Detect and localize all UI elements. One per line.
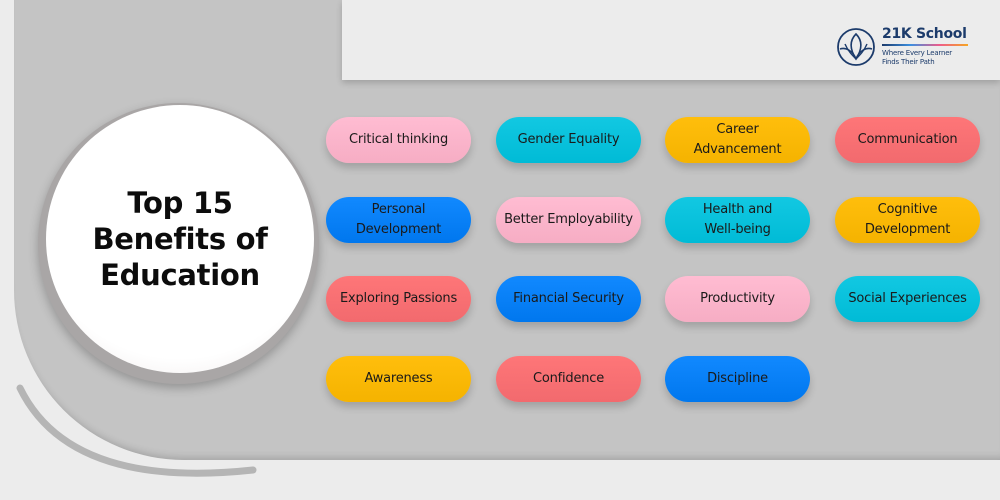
benefit-pill: Productivity xyxy=(665,276,810,322)
benefit-pill: Social Experiences xyxy=(835,276,980,322)
header-card xyxy=(342,0,1000,80)
benefit-pill: Cognitive Development xyxy=(835,197,980,243)
benefit-pill: Communication xyxy=(835,117,980,163)
benefit-pill: Exploring Passions xyxy=(326,276,471,322)
benefit-label: Cognitive Development xyxy=(864,202,951,237)
benefit-pill: Personal Development xyxy=(326,197,471,243)
benefit-label: Communication xyxy=(857,132,958,147)
logo-tagline-1: Where Every Learner xyxy=(882,49,952,57)
title-line-3: Education xyxy=(100,258,260,292)
benefit-label: Awareness xyxy=(364,371,433,386)
benefit-label: Discipline xyxy=(707,371,768,386)
logo-tagline-2: Finds Their Path xyxy=(882,58,935,66)
benefit-label: Critical thinking xyxy=(348,132,449,147)
benefit-label: Gender Equality xyxy=(517,132,620,147)
benefit-pill: Confidence xyxy=(496,356,641,402)
brand-logo: 21K School Where Every Learner Finds The… xyxy=(836,26,968,67)
page-title: Top 15 Benefits of Education xyxy=(80,185,280,293)
benefit-pill: Health and Well-being xyxy=(665,197,810,243)
benefit-label: Productivity xyxy=(700,291,775,306)
benefit-pill: Financial Security xyxy=(496,276,641,322)
benefit-label: Better Employability xyxy=(504,212,633,227)
benefit-label: Personal Development xyxy=(355,202,442,237)
title-line-2: Benefits of xyxy=(92,222,268,256)
benefit-label: Confidence xyxy=(532,371,605,386)
benefit-pill: Gender Equality xyxy=(496,117,641,163)
lotus-icon xyxy=(837,27,875,66)
benefit-label: Exploring Passions xyxy=(339,291,458,306)
benefit-pill: Critical thinking xyxy=(326,117,471,163)
title-circle: Top 15 Benefits of Education xyxy=(46,105,314,373)
logo-gradient-bar xyxy=(882,44,968,46)
benefit-label: Health and Well-being xyxy=(702,202,773,237)
benefit-pill: Awareness xyxy=(326,356,471,402)
logo-name: 21K School xyxy=(882,26,967,42)
benefit-label: Career Advancement xyxy=(693,122,782,157)
benefit-pill: Career Advancement xyxy=(665,117,810,163)
title-line-1: Top 15 xyxy=(127,186,233,220)
benefit-pill: Better Employability xyxy=(496,197,641,243)
benefit-label: Financial Security xyxy=(513,291,624,306)
benefit-label: Social Experiences xyxy=(848,291,967,306)
benefit-pill: Discipline xyxy=(665,356,810,402)
